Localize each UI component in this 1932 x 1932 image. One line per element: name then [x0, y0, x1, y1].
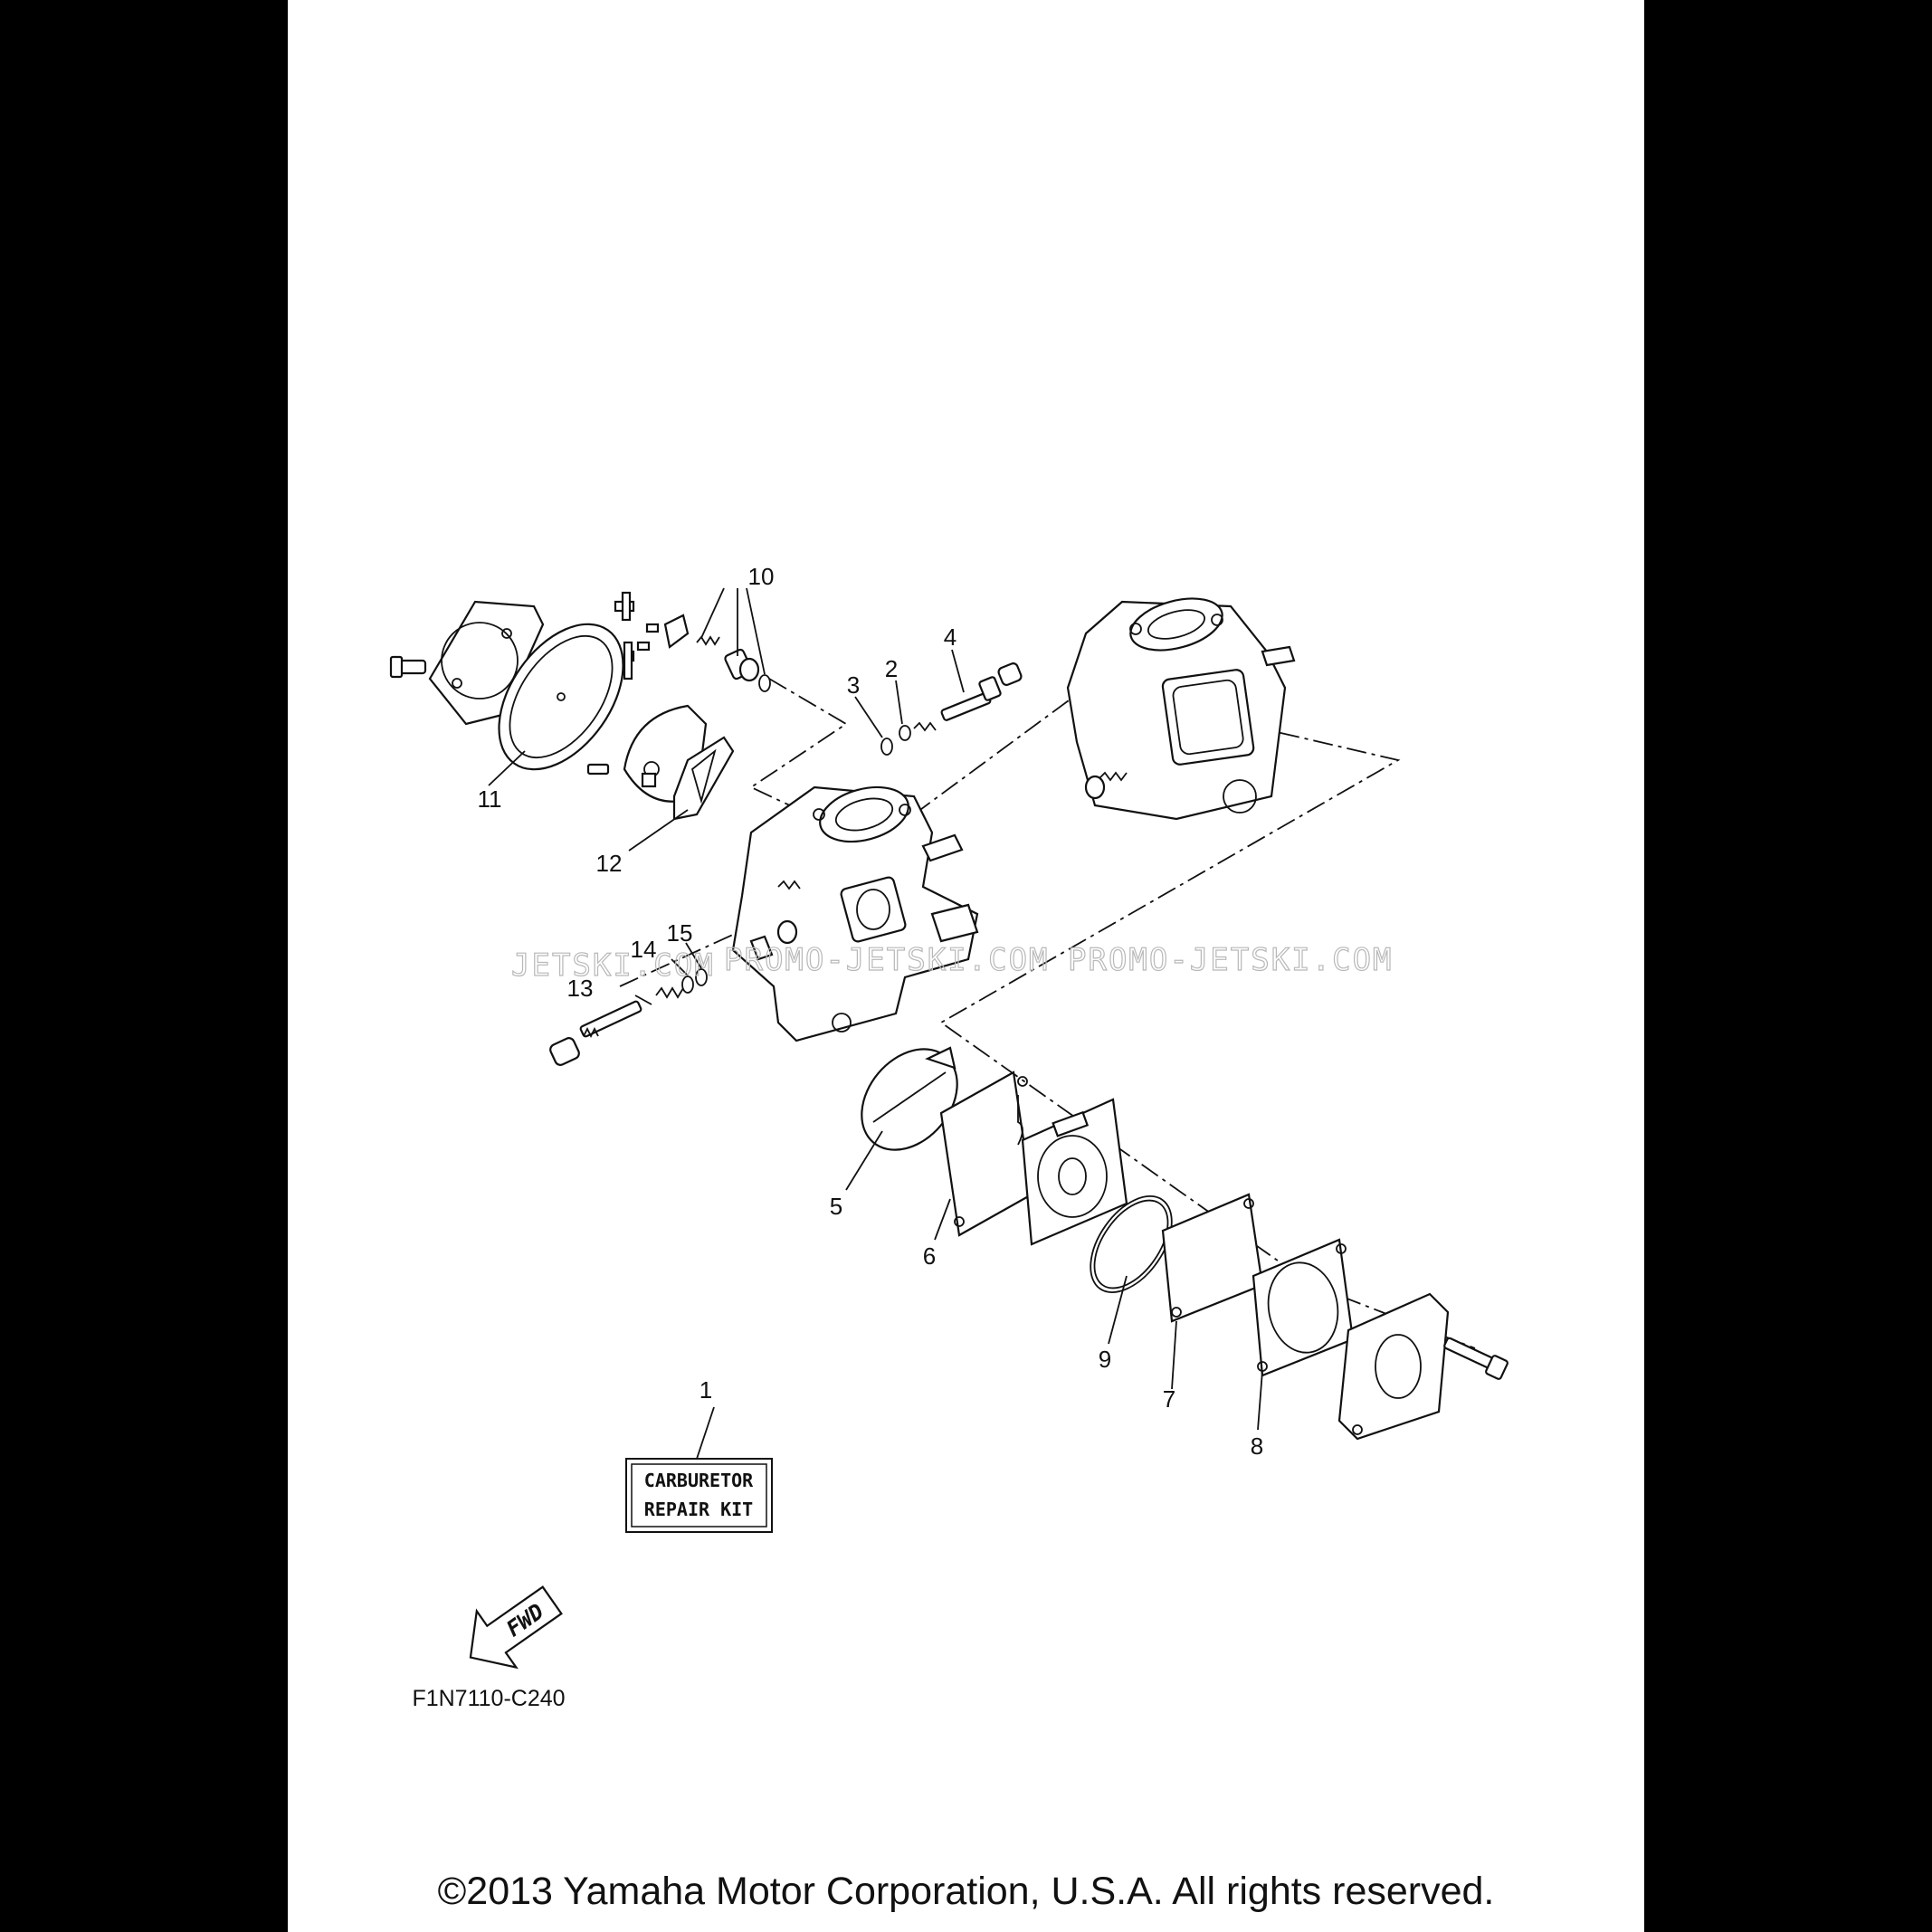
- watermark-right: PROMO-JETSKI.COM: [1068, 942, 1394, 978]
- bolt-cover: [389, 655, 427, 679]
- diaphragm-7: [1161, 1193, 1264, 1323]
- cap-13: [549, 1037, 580, 1066]
- spring-10: [696, 635, 720, 646]
- callout-3: 3: [847, 671, 860, 699]
- o-ring-3: [880, 738, 893, 756]
- screw-pump: [586, 763, 610, 776]
- callout-15: 15: [667, 919, 693, 947]
- washer-2: [899, 725, 911, 741]
- callout-12: 12: [596, 850, 623, 877]
- leader-5: [845, 1130, 883, 1191]
- leader-11: [488, 750, 526, 786]
- gasket-8: [1252, 1238, 1355, 1377]
- pump-body: [1021, 1098, 1128, 1246]
- callout-7: 7: [1163, 1385, 1175, 1413]
- spring-4: [913, 721, 937, 732]
- callout-4: 4: [944, 623, 956, 651]
- callout-5: 5: [830, 1193, 842, 1220]
- pilot-screw-13: [579, 1000, 642, 1039]
- leader-9: [1108, 1275, 1128, 1345]
- watermark-middle: PROMO-JETSKI.COM: [724, 942, 1050, 978]
- assembly-line-main: [913, 687, 1476, 1349]
- choke-lever: [614, 591, 660, 680]
- assembly-line-upper: [749, 678, 848, 820]
- leader-1: [696, 1406, 715, 1460]
- carburetor-rear: [1066, 597, 1296, 821]
- gasket-12: [672, 736, 735, 821]
- leader-3: [854, 696, 883, 738]
- callout-1: 1: [700, 1376, 712, 1404]
- diaphragm-11: [498, 623, 624, 771]
- pump-cover: [1337, 1292, 1450, 1441]
- diaphragm-cover: [428, 600, 545, 726]
- leader-6: [934, 1198, 951, 1241]
- spring-14: [655, 986, 684, 999]
- plunger-10: [724, 648, 760, 682]
- watermark-left: JETSKI.COM: [511, 947, 715, 984]
- callout-10: 10: [748, 563, 775, 590]
- screw-4: [940, 676, 1002, 721]
- bolt-pump-cover: [1443, 1337, 1508, 1380]
- leader-4: [951, 649, 965, 693]
- callout-6: 6: [923, 1242, 936, 1270]
- o-ring-9: [1090, 1195, 1173, 1293]
- repair-kit-line1: CARBURETOR: [644, 1470, 754, 1491]
- callout-9: 9: [1099, 1346, 1111, 1373]
- carburetor-front: [731, 785, 979, 1042]
- cap-4: [997, 662, 1023, 686]
- leader-2: [895, 680, 903, 725]
- diagram-code: F1N7110-C240: [412, 1686, 565, 1711]
- leader-7: [1171, 1320, 1177, 1390]
- o-ring-10: [758, 674, 771, 692]
- leader-8: [1257, 1370, 1263, 1431]
- callout-8: 8: [1251, 1432, 1263, 1460]
- callout-14: 14: [631, 936, 657, 963]
- repair-kit-box: CARBURETOR REPAIR KIT: [625, 1458, 773, 1533]
- plate-10: [663, 614, 690, 649]
- gasket-5: [861, 1046, 958, 1151]
- callout-11: 11: [478, 785, 502, 813]
- leader-12: [628, 809, 689, 852]
- copyright-notice: ©2013 Yamaha Motor Corporation, U.S.A. A…: [437, 1870, 1495, 1913]
- callout-2: 2: [885, 655, 898, 682]
- fwd-arrow-icon: FWD: [469, 1585, 563, 1670]
- washer-15: [681, 968, 708, 994]
- callout-13: 13: [567, 975, 594, 1002]
- repair-kit-line2: REPAIR KIT: [644, 1499, 753, 1520]
